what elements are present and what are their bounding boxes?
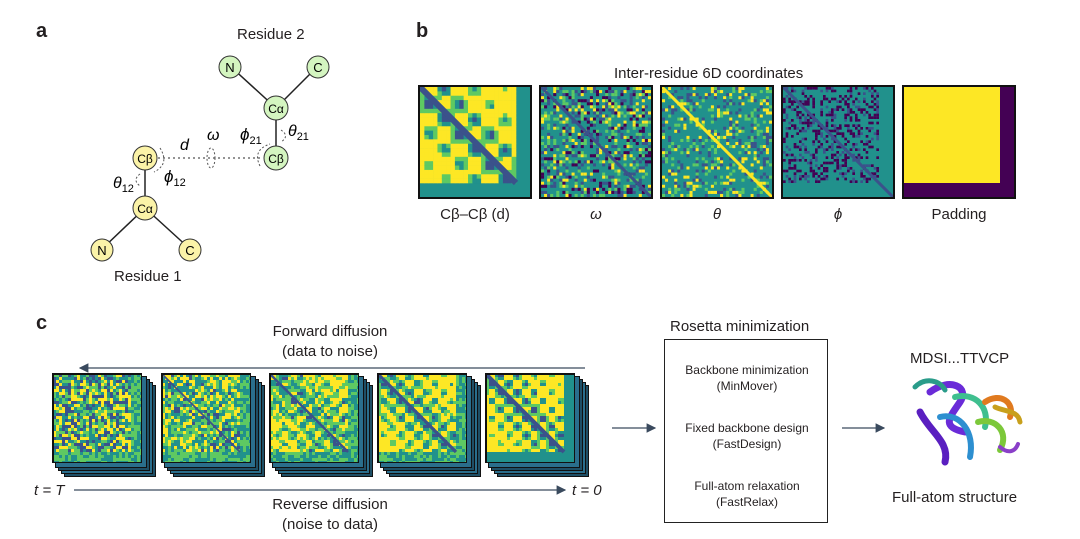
rosetta-step-2-name: Fixed backbone design [685,421,809,435]
residue-geometry-diagram: N C Cα Cβ Cβ Cα N C d ω ϕ21 θ21 ϕ12 θ12 [90,55,330,262]
diffusion-frame-4 [377,373,467,463]
matrix-theta-label: θ [712,206,722,223]
label-theta12: θ12 [113,175,134,195]
diffusion-frame-2 [161,373,251,463]
sequence-label: MDSI...TTVCP [910,350,1010,367]
rosetta-step-1-mover: (MinMover) [716,379,778,393]
rosetta-step-1: Backbone minimization (MinMover) [665,362,829,394]
label-phi21: ϕ21 [240,125,262,147]
atom-c-1-label: C [185,243,194,258]
omega-arc [206,147,216,169]
rosetta-title: Rosetta minimization [670,318,810,335]
label-theta21: θ21 [288,123,309,143]
theta21-arc [280,129,286,143]
matrix-cbcb-image [417,84,530,197]
protein-structure-image [912,378,1023,466]
diffusion-frame-5 [485,373,575,463]
matrix-phi-image [781,85,895,199]
panel-c-letter: c [36,312,48,334]
atom-n-2: N [218,55,242,79]
rosetta-step-2-mover: (FastDesign) [712,437,782,451]
rosetta-step-2: Fixed backbone design (FastDesign) [665,420,829,452]
matrix-omega [539,85,653,199]
forward-diffusion-sub: (data to noise) [282,343,378,360]
diffusion-stack-4 [377,373,481,477]
matrix-cbcb-label: Cβ–Cβ (d) [440,206,510,223]
diffusion-stack-3 [269,373,373,477]
structure-label: Full-atom structure [892,489,1018,506]
matrix-omega-image [539,85,653,199]
reverse-diffusion-label: Reverse diffusion [272,496,388,513]
atom-ca-1: Cα [132,195,158,221]
matrix-theta [660,85,774,199]
label-omega: ω [207,127,219,144]
diffusion-frame-1 [52,373,142,463]
t-end-label: t = 0 [572,482,602,499]
atom-cb-2: Cβ [263,145,289,171]
atom-cb-1: Cβ [132,145,158,171]
atom-ca-1-label: Cα [137,202,153,216]
residue-2-label: Residue 2 [237,26,305,43]
atom-cb-2-label: Cβ [268,152,284,166]
atom-c-1: C [178,238,202,262]
reverse-diffusion-sub: (noise to data) [282,516,378,533]
atom-n-1: N [90,238,114,262]
atom-c-2-label: C [313,60,322,75]
rosetta-step-3-name: Full-atom relaxation [694,479,800,493]
atom-n-2-label: N [225,60,234,75]
panel-b-letter: b [416,20,429,42]
label-d: d [180,137,190,154]
t-start-label: t = T [34,482,65,499]
panel-b-title: Inter-residue 6D coordinates [614,65,804,82]
rosetta-step-1-name: Backbone minimization [685,363,809,377]
atom-ca-2-label: Cα [268,102,284,116]
rosetta-step-3-mover: (FastRelax) [715,495,778,509]
forward-diffusion-label: Forward diffusion [272,323,388,340]
atom-n-1-label: N [97,243,106,258]
matrix-phi-label: ϕ [833,206,843,223]
residue-1-label: Residue 1 [114,268,182,285]
rosetta-step-3: Full-atom relaxation (FastRelax) [665,478,829,510]
rosetta-box: Backbone minimization (MinMover) Fixed b… [664,339,828,523]
diffusion-stack-5 [485,373,589,477]
matrix-padding [902,85,1016,199]
matrix-omega-label: ω [590,206,602,223]
panel-a-letter: a [36,20,48,42]
matrix-theta-image [660,85,774,199]
atom-ca-2: Cα [263,95,289,121]
diffusion-stack-2 [161,373,265,477]
atom-cb-1-label: Cβ [137,152,153,166]
theta12-arc [135,173,141,187]
diffusion-stack-1 [52,373,156,477]
matrix-padding-label: Padding [931,206,987,223]
label-phi12: ϕ12 [164,167,186,189]
matrix-phi [781,85,895,199]
phi21-arc [257,143,271,167]
atom-c-2: C [306,55,330,79]
matrix-padding-image [904,87,1014,197]
diffusion-frame-3 [269,373,359,463]
matrix-cbcb-distance [417,84,532,199]
